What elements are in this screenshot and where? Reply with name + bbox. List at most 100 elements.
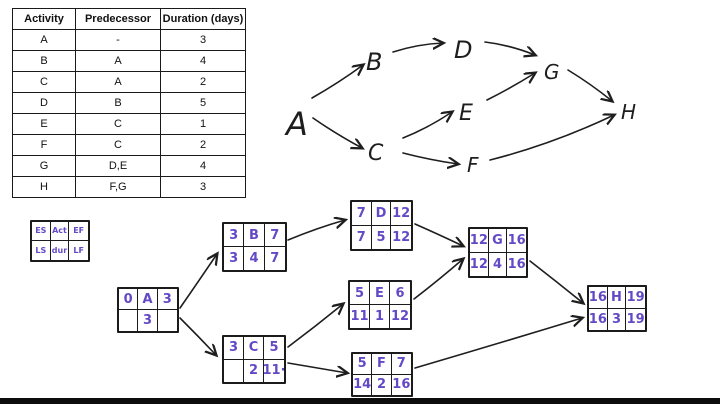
node-act: D (371, 202, 392, 226)
node-ls: 3 (224, 247, 245, 270)
node-ls (224, 359, 244, 382)
cell-duration: 3 (160, 176, 246, 198)
cpm-edge-C-E (287, 304, 343, 348)
table-row: B A 4 (12, 50, 246, 72)
cell-predecessor: - (75, 29, 161, 51)
cpm-edge-A-B (179, 254, 217, 309)
cpm-node-F: 5 F 7 14 2 16 (351, 352, 413, 397)
table-row: F C 2 (12, 134, 246, 156)
cpm-node-H: 16 H 19 16 3 19 (587, 285, 647, 332)
node-lf: 19 (626, 311, 645, 327)
node-lf: 12 (390, 309, 410, 324)
cell-predecessor: A (75, 71, 161, 93)
sketch-node-C: C (368, 141, 384, 166)
cpm-edge-D-G (414, 223, 463, 246)
node-es: 12 (470, 229, 489, 253)
activity-table-body: A - 3 B A 4 C A 2 D B 5 E C 1 (12, 29, 246, 198)
node-ls: 14 (353, 374, 373, 395)
sketch-node-A: A (284, 105, 308, 143)
node-act: F (372, 354, 392, 375)
node-ls (119, 310, 139, 331)
cell-activity: C (12, 71, 76, 93)
activity-table-header: Activity Predecessor Duration (days) (12, 8, 246, 30)
legend-dur: dur (51, 241, 70, 260)
node-dur: 4 (489, 252, 508, 276)
cell-predecessor: A (75, 50, 161, 72)
video-bottom-bar (0, 398, 720, 404)
cpm-network-arrows (179, 190, 720, 400)
sketch-node-F: F (467, 153, 479, 177)
sketch-edge-G-H (567, 69, 612, 101)
cell-activity: D (12, 92, 76, 114)
precedence-sketch: A B C D E F G H (284, 36, 636, 177)
cell-predecessor: D,E (75, 155, 161, 177)
cpm-node-G: 12 G 16 12 4 16 (468, 227, 528, 278)
cell-activity: A (12, 29, 76, 51)
sketch-node-B: B (366, 48, 382, 76)
node-dur: 2 (244, 359, 264, 382)
col-header-predecessor: Predecessor (75, 8, 161, 30)
sketch-node-G: G (544, 60, 560, 84)
sketch-edge-B-D (392, 43, 443, 53)
node-act: E (370, 282, 390, 305)
node-es: 3 (224, 224, 245, 247)
sketch-edge-C-E (402, 112, 452, 139)
node-ef: 3 (157, 289, 177, 310)
table-row: G D,E 4 (12, 155, 246, 177)
table-row: D B 5 (12, 92, 246, 114)
node-ls: 7 (352, 225, 372, 249)
node-lf: 16 (392, 377, 411, 393)
node-ls: 16 (589, 308, 608, 330)
node-es: 7 (352, 202, 372, 226)
node-es: 5 (350, 282, 370, 305)
node-dur: 3 (138, 310, 158, 331)
cpm-legend: ES Act EF LS dur LF (30, 220, 90, 262)
table-header-row: Activity Predecessor Duration (days) (12, 8, 246, 30)
node-es: 16 (589, 287, 608, 309)
node-es: 5 (353, 354, 373, 375)
node-act: B (244, 224, 265, 247)
col-header-duration: Duration (days) (160, 8, 246, 30)
node-dur: 5 (372, 225, 392, 249)
sketch-edge-D-G (484, 41, 535, 55)
cell-activity: E (12, 113, 76, 135)
activity-table: Activity Predecessor Duration (days) A -… (12, 8, 246, 198)
cpm-edge-B-D (287, 220, 345, 241)
node-act: G (488, 229, 508, 253)
node-ls: 11 (350, 305, 370, 328)
legend-es: ES (32, 222, 51, 241)
cell-duration: 4 (160, 50, 246, 72)
node-ef: 16 (507, 229, 526, 253)
node-ef: 7 (391, 354, 411, 375)
node-ef: 7 (264, 224, 285, 247)
cpm-edge-C-F (287, 362, 347, 373)
node-ls: 12 (470, 252, 489, 276)
node-dur: 3 (608, 308, 627, 330)
cell-duration: 5 (160, 92, 246, 114)
cpm-node-E: 5 E 6 11 1 12 (348, 280, 412, 330)
sketch-node-E: E (459, 101, 473, 126)
cell-activity: H (12, 176, 76, 198)
cpm-edge-E-G (413, 259, 463, 300)
node-lf: 11· (264, 363, 284, 379)
sketch-edge-C-F (402, 152, 458, 164)
cpm-edge-F-H (414, 318, 582, 369)
cell-predecessor: F,G (75, 176, 161, 198)
node-es: 0 (119, 289, 139, 310)
cpm-edge-A-C (179, 317, 216, 355)
cpm-edge-G-H (529, 260, 583, 303)
legend-ef: EF (69, 222, 88, 241)
cpm-node-C: 3 C 5 2 11· (222, 335, 286, 384)
node-es: 3 (224, 337, 244, 360)
legend-act: Act (50, 222, 70, 241)
cell-activity: F (12, 134, 76, 156)
node-act: A (138, 289, 158, 310)
cell-activity: B (12, 50, 76, 72)
sketch-edge-A-B (311, 65, 363, 99)
node-lf (158, 310, 177, 331)
legend-ls: LS (32, 241, 51, 260)
table-row: E C 1 (12, 113, 246, 135)
node-ef: 12 (391, 202, 411, 226)
node-ef: 6 (390, 282, 410, 305)
